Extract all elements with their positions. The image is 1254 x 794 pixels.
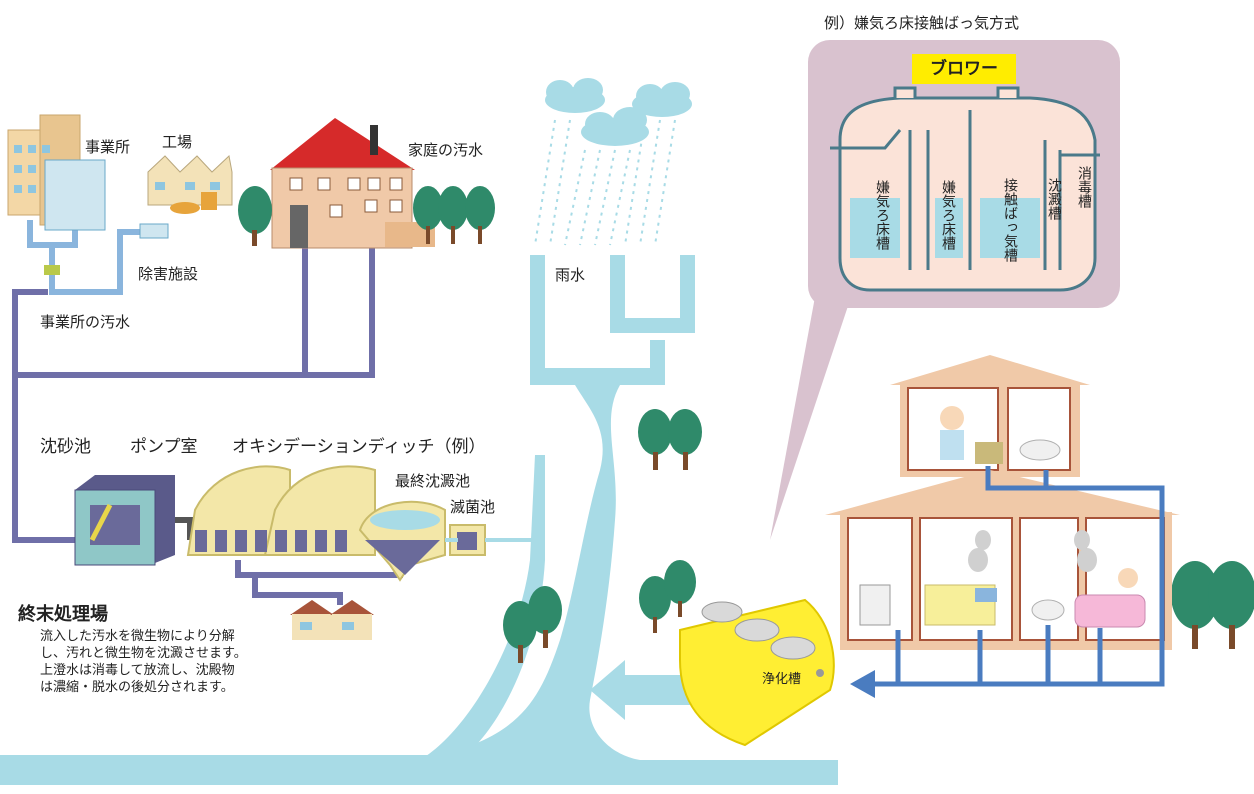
factory	[139, 155, 233, 239]
plant-description: 流入した汚水を微生物により分解 し、汚れと微生物を沈澱させます。 上澄水は消毒し…	[40, 628, 290, 696]
rain-pipe-2	[610, 255, 695, 333]
label-treatment-plant: 終末処理場	[18, 604, 108, 625]
chamber-settling: 沈澱槽	[1046, 178, 1062, 220]
river-branch	[420, 455, 545, 760]
chamber-anaerobic-2: 嫌気ろ床槽	[940, 180, 956, 250]
house	[270, 118, 435, 249]
description-line: 流入した汚水を微生物により分解	[40, 629, 235, 644]
rain-drops	[534, 119, 676, 246]
house-drain-pipes	[870, 466, 1165, 687]
description-line: は濃縮・脱水の後処分されます。	[40, 680, 234, 695]
rain-pipe	[530, 255, 665, 385]
blower-label: ブロワー	[912, 54, 1016, 84]
callout-pointer	[770, 270, 850, 540]
label-septic-tank: 浄化槽	[762, 672, 802, 687]
chamber-anaerobic-1: 嫌気ろ床槽	[874, 180, 890, 250]
label-removal-facility: 除害施設	[138, 265, 199, 283]
chamber-disinfection: 消毒槽	[1076, 166, 1092, 208]
septic-section	[830, 86, 1100, 292]
description-line: 上澄水は消毒して放流し、沈殿物	[40, 663, 235, 678]
label-final-settling: 最終沈澱池	[395, 472, 471, 490]
office-building	[7, 114, 106, 231]
flow-arrow-head	[850, 670, 875, 698]
office-pipes	[27, 220, 145, 295]
treatment-plant	[74, 465, 535, 640]
label-office-sewage: 事業所の汚水	[40, 313, 131, 331]
label-factory: 工場	[162, 133, 193, 151]
description-line: し、汚れと微生物を沈澱させます。	[40, 646, 247, 661]
septic-method-caption: 例）嫌気ろ床接触ばっ気方式	[824, 14, 1020, 32]
trees	[238, 186, 1254, 663]
label-office: 事業所	[85, 138, 131, 156]
two-storey-house	[825, 355, 1180, 650]
label-grit-chamber: 沈砂池	[40, 437, 91, 457]
label-disinfection: 滅菌池	[450, 498, 496, 516]
chamber-contact-aeration: 接触ばっ気槽	[1002, 178, 1018, 262]
outflow-arrow	[590, 660, 690, 720]
label-rain: 雨水	[555, 266, 586, 284]
label-pump-room: ポンプ室	[130, 437, 198, 457]
rain-clouds	[545, 78, 692, 146]
label-oxidation-ditch: オキシデーションディッチ（例）	[232, 437, 486, 457]
septic-tank	[679, 598, 835, 747]
label-home-sewage: 家庭の汚水	[408, 141, 484, 159]
